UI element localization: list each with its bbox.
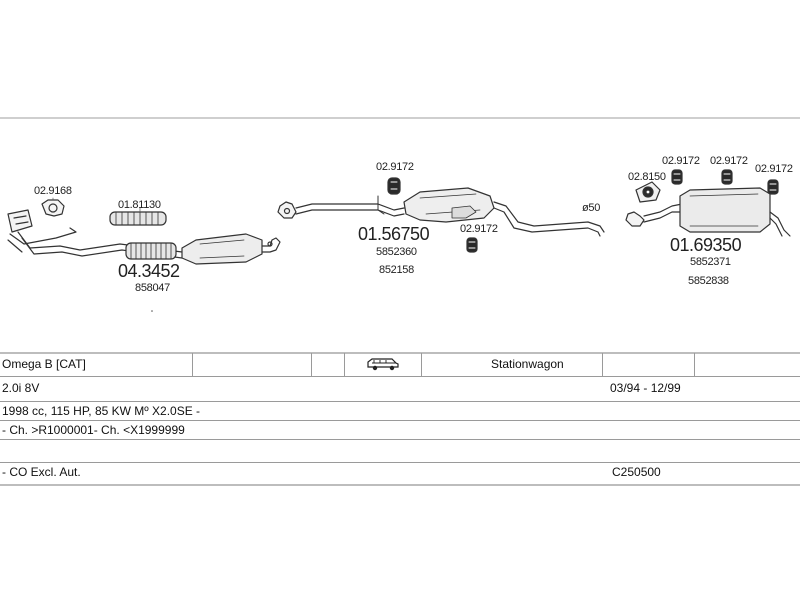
hanger-rear-3 (767, 179, 779, 195)
table-rule-4 (0, 439, 800, 440)
label-middle-silencer: 01.56750 (358, 224, 430, 244)
table-col-divider (344, 353, 345, 376)
label-front-pipe: 04.3452 (118, 261, 180, 281)
engine-spec: 1998 cc, 115 HP, 85 KW Mº X2.0SE - (2, 404, 201, 418)
rear-section (625, 187, 791, 237)
table-rule-5 (0, 462, 800, 463)
table-rule-3 (0, 420, 800, 421)
years: 03/94 - 12/99 (610, 381, 681, 395)
body-type: Stationwagon (491, 357, 564, 371)
label-rear-oe-2: 5852838 (688, 275, 729, 287)
hanger-middle-top (387, 177, 401, 195)
label-rear-silencer: 01.69350 (670, 235, 742, 255)
middle-section (277, 187, 605, 237)
label-rear-oe-1: 5852371 (690, 256, 731, 268)
stray-dot (151, 310, 153, 312)
label-middle-oe-1: 5852360 (376, 246, 417, 258)
fitment-note: - CO Excl. Aut. (2, 465, 81, 479)
system-code: C250500 (612, 465, 661, 479)
station-wagon-icon (366, 356, 400, 377)
hanger-rear-2 (721, 169, 733, 185)
flex-pipe-part (109, 211, 167, 226)
label-rear-hanger-2: 02.9172 (710, 155, 748, 167)
flex-pipe-front (125, 242, 177, 260)
label-hanger-middle-top: 02.9172 (376, 161, 414, 173)
table-col-divider (602, 353, 603, 376)
table-col-divider (694, 353, 695, 376)
hanger-rear-1 (671, 169, 683, 185)
label-middle-oe-2: 852158 (379, 264, 414, 276)
table-rule-bottom (0, 484, 800, 486)
label-rear-gasket: 02.8150 (628, 171, 666, 183)
model-name: Omega B [CAT] (2, 357, 86, 371)
rear-gasket (635, 181, 661, 203)
label-pipe-diameter: ø50 (582, 202, 601, 214)
catalytic-converter (181, 233, 281, 265)
label-hanger-middle-bottom: 02.9172 (460, 223, 498, 235)
top-rule (0, 117, 800, 119)
engine: 2.0i 8V (2, 381, 40, 395)
manifold-clamp (41, 199, 65, 217)
label-front-pipe-oe: 858047 (135, 282, 170, 294)
table-rule-1 (0, 376, 800, 377)
chassis-range: - Ch. >R1000001- Ch. <X1999999 (2, 423, 185, 437)
hanger-middle-bottom (466, 237, 478, 253)
label-rear-hanger-3: 02.9172 (755, 163, 793, 175)
label-manifold-clamp: 02.9168 (34, 185, 72, 197)
table-col-divider (192, 353, 193, 376)
label-flex-pipe: 01.81130 (118, 199, 161, 211)
table-rule-top (0, 352, 800, 354)
exhaust-manifold (7, 209, 183, 259)
table-col-divider (421, 353, 422, 376)
label-rear-hanger-1: 02.9172 (662, 155, 700, 167)
table-rule-2 (0, 401, 800, 402)
table-col-divider (311, 353, 312, 376)
